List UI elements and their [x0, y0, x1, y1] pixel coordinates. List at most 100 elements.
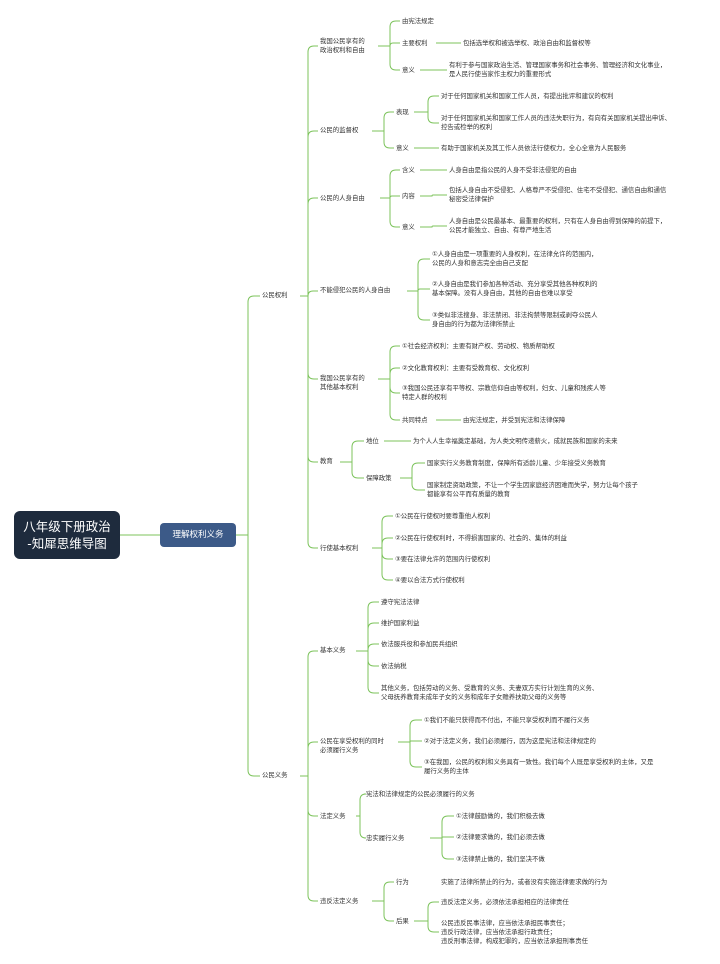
connector-20-0 — [372, 515, 393, 549]
connector-3-3 — [300, 775, 318, 902]
connector-14-0 — [407, 258, 430, 292]
node-duty-4[interactable]: 依法纳税 — [381, 662, 407, 670]
node-education-policy1[interactable]: 国家实行义务教育制度，保障所有适龄儿童、少年接受义务教育 — [427, 459, 606, 467]
node-exercise-p3[interactable]: ③要在法律允许的范围内行使权利 — [395, 555, 491, 563]
connector-2-2 — [300, 197, 318, 297]
node-faithful-1[interactable]: ①法律鼓励做的，我们积极去做 — [456, 812, 545, 820]
node-no-violate[interactable]: 不能侵犯公民的人身自由 — [320, 286, 391, 294]
node-person-content[interactable]: 包括人身自由不受侵犯、人格尊严不受侵犯、住宅不受侵犯、通信自由和通信 秘密受法律… — [449, 186, 667, 203]
node-person-meaning-label[interactable]: 意义 — [402, 223, 415, 231]
node-exercise-p2[interactable]: ②公民在行使权利时，不得损害国家的、社会的、集体的利益 — [395, 534, 567, 542]
connector-21-1 — [356, 622, 379, 652]
node-other-p3[interactable]: ③我国公民还享有平等权、宗教信仰自由等权利，妇女、儿童和残疾人等 特定人群的权利 — [402, 384, 606, 401]
connector-23-0 — [356, 793, 367, 817]
node-both-p2[interactable]: ②对于法定义务，我们必须履行，因为这是宪法和法律规定的 — [424, 737, 596, 745]
connector-25-1 — [372, 900, 394, 922]
connector-15-2 — [378, 378, 400, 394]
node-supervision-form-label[interactable]: 表现 — [396, 108, 409, 116]
connector-10-0 — [380, 169, 400, 199]
node-other-rights[interactable]: 我国公民享有的 其他基本权利 — [320, 374, 365, 391]
main-topic-node[interactable]: 理解权利义务 — [160, 523, 236, 547]
connector-14-2 — [407, 290, 430, 321]
node-legal-p1[interactable]: 宪法和法律规定的公民必须履行的义务 — [366, 790, 475, 798]
node-other-p2[interactable]: ②文化教育权利：主要有受教育权、文化权利 — [402, 364, 530, 372]
node-supervision-form2[interactable]: 对于任何国家机关和国家工作人员的违法失职行为，有向有关国家机关提出申诉、 控告或… — [441, 114, 672, 131]
node-both-p3[interactable]: ③在我国，公民的权利和义务具有一致性。我们每个人既是享受权利的主体，又是 履行义… — [424, 758, 654, 775]
node-duty-1[interactable]: 遵守宪法法律 — [381, 598, 420, 606]
connector-22-2 — [398, 741, 422, 768]
node-exercise-p1[interactable]: ①公民在行使权时要尊重他人权利 — [395, 512, 491, 520]
node-political-basis[interactable]: 由宪法规定 — [402, 17, 434, 25]
node-political-meaning[interactable]: 有利于参与国家政治生活、管理国家事务和社会事务、管理经济和文化事业， 是人民行使… — [449, 61, 667, 78]
node-person-def[interactable]: 人身自由是指公民的人身不受非法侵犯的自由 — [449, 166, 577, 174]
node-violation-r2[interactable]: 公民违反民事法律，应当依法承担民事责任； 违反行政法律，应当依法承担行政责任； … — [441, 919, 588, 945]
connector-19-0 — [400, 462, 425, 479]
connector-7-1 — [372, 130, 394, 149]
node-political-rights[interactable]: 我国公民享有的 政治权利和自由 — [320, 37, 365, 54]
node-political-content-label[interactable]: 主要权利 — [402, 39, 428, 47]
node-faithful-2[interactable]: ②法律要求做的，我们必须去做 — [456, 833, 545, 841]
connector-7-0 — [372, 111, 394, 132]
connector-15-3 — [378, 378, 400, 421]
node-faithful-label[interactable]: 忠实履行义务 — [366, 834, 405, 842]
connector-3-1 — [300, 741, 318, 777]
node-person-content-label[interactable]: 内容 — [402, 192, 415, 200]
node-duty-5[interactable]: 其他义务，包括劳动的义务、受教育的义务、夫妻双方实行计划生育的义务、 父母抚养教… — [381, 684, 599, 701]
node-rights[interactable]: 公民权利 — [262, 291, 288, 299]
connector-8-0 — [414, 95, 439, 113]
node-person-meaning[interactable]: 人身自由是公民最基本、最重要的权利，只有在人身自由得到保障的前提下， 公民才能独… — [449, 217, 667, 234]
node-supervision-form1[interactable]: 对于任何国家机关和国家工作人员，有提出批评和建议的权利 — [441, 92, 614, 100]
connector-26-1 — [414, 920, 439, 933]
node-violation-result-label[interactable]: 后果 — [396, 917, 409, 925]
node-education-status-label[interactable]: 地位 — [366, 437, 379, 445]
node-violation-act-label[interactable]: 行为 — [396, 878, 409, 886]
connector-3-0 — [300, 650, 318, 777]
connector-15-1 — [378, 367, 400, 380]
node-duties[interactable]: 公民义务 — [262, 771, 288, 779]
connector-10-2 — [380, 197, 400, 228]
node-violation-act[interactable]: 实施了法律所禁止的行为，或者没有实施法律要求做的行为 — [441, 878, 608, 886]
node-faithful-3[interactable]: ③法律禁止做的，我们坚决不做 — [456, 855, 545, 863]
node-person-def-label[interactable]: 含义 — [402, 166, 415, 174]
connector-13-0 — [420, 225, 447, 228]
node-noviolate-p3[interactable]: ③类似非法搜身、非法禁闭、非法拘禁等限制或剥夺公民人 身自由的行为都为法律所禁止 — [432, 311, 598, 328]
node-supervision-meaning[interactable]: 有助于国家机关及其工作人员依法行使权力，全心全意为人民服务 — [441, 144, 627, 152]
node-exercise-p4[interactable]: ④要以合法方式行使权利 — [395, 576, 465, 584]
node-education-policy-label[interactable]: 保障政策 — [366, 474, 392, 482]
root-title-line2: -知犀思维导图 — [27, 536, 107, 551]
node-political-content[interactable]: 包括选举权和被选举权、政治自由和监督权等 — [463, 39, 591, 47]
node-supervision-meaning-label[interactable]: 意义 — [396, 144, 409, 152]
connector-1-0 — [236, 295, 260, 536]
node-duty-2[interactable]: 维护国家利益 — [381, 619, 420, 627]
connector-15-0 — [378, 345, 400, 380]
node-education-status[interactable]: 为个人人生幸福奠定基础，为人类文明传递薪火，成就民族和国家的未来 — [413, 437, 618, 445]
connector-21-2 — [356, 643, 379, 652]
connector-20-1 — [372, 537, 393, 549]
node-education[interactable]: 教育 — [320, 457, 333, 465]
node-violation[interactable]: 违反法定义务 — [320, 897, 359, 905]
connector-20-3 — [372, 547, 393, 581]
node-duty-3[interactable]: 依法服兵役和参加民兵组织 — [381, 640, 458, 648]
connector-4-2 — [378, 45, 400, 71]
node-both-p1[interactable]: ①我们不能只获得而不付出，不能只享受权利而不履行义务 — [424, 716, 590, 724]
node-noviolate-p1[interactable]: ①人身自由是一项重要的人身权利，在法律允许的范围内， 公民的人身和意志完全由自己… — [432, 250, 598, 267]
node-other-common[interactable]: 由宪法规定，并受到宪法和法律保障 — [463, 416, 566, 424]
node-basic-duties[interactable]: 基本义务 — [320, 646, 346, 654]
node-exercise-rights[interactable]: 行使基本权利 — [320, 544, 359, 552]
node-personal-freedom[interactable]: 公民的人身自由 — [320, 194, 365, 202]
node-other-p1[interactable]: ①社会经济权利：主要有财产权、劳动权、物质帮助权 — [402, 342, 555, 350]
node-other-common-label[interactable]: 共同特点 — [402, 416, 428, 424]
root-node[interactable]: 八年级下册政治 -知犀思维导图 — [14, 511, 120, 559]
node-political-meaning-label[interactable]: 意义 — [402, 66, 415, 74]
node-supervision[interactable]: 公民的监督权 — [320, 126, 359, 134]
node-violation-r1[interactable]: 违反法定义务，必须依法承担相应的法律责任 — [441, 898, 569, 906]
node-legal-duties[interactable]: 法定义务 — [320, 812, 346, 820]
node-education-policy2[interactable]: 国家制定资助政策，不让一个学生因家庭经济困难而失学，努力让每个孩子 都能享有公平… — [427, 481, 638, 498]
node-rights-and-duties[interactable]: 公民在享受权利的同时 必须履行义务 — [320, 737, 384, 754]
connector-2-6 — [300, 295, 318, 549]
connector-2-3 — [300, 290, 318, 297]
node-noviolate-p2[interactable]: ②人身自由是我们参加各种活动、充分享受其他各种权利的 基本保障。没有人身自由，其… — [432, 280, 598, 297]
connector-17-0 — [340, 440, 364, 463]
connector-1-1 — [236, 534, 260, 777]
